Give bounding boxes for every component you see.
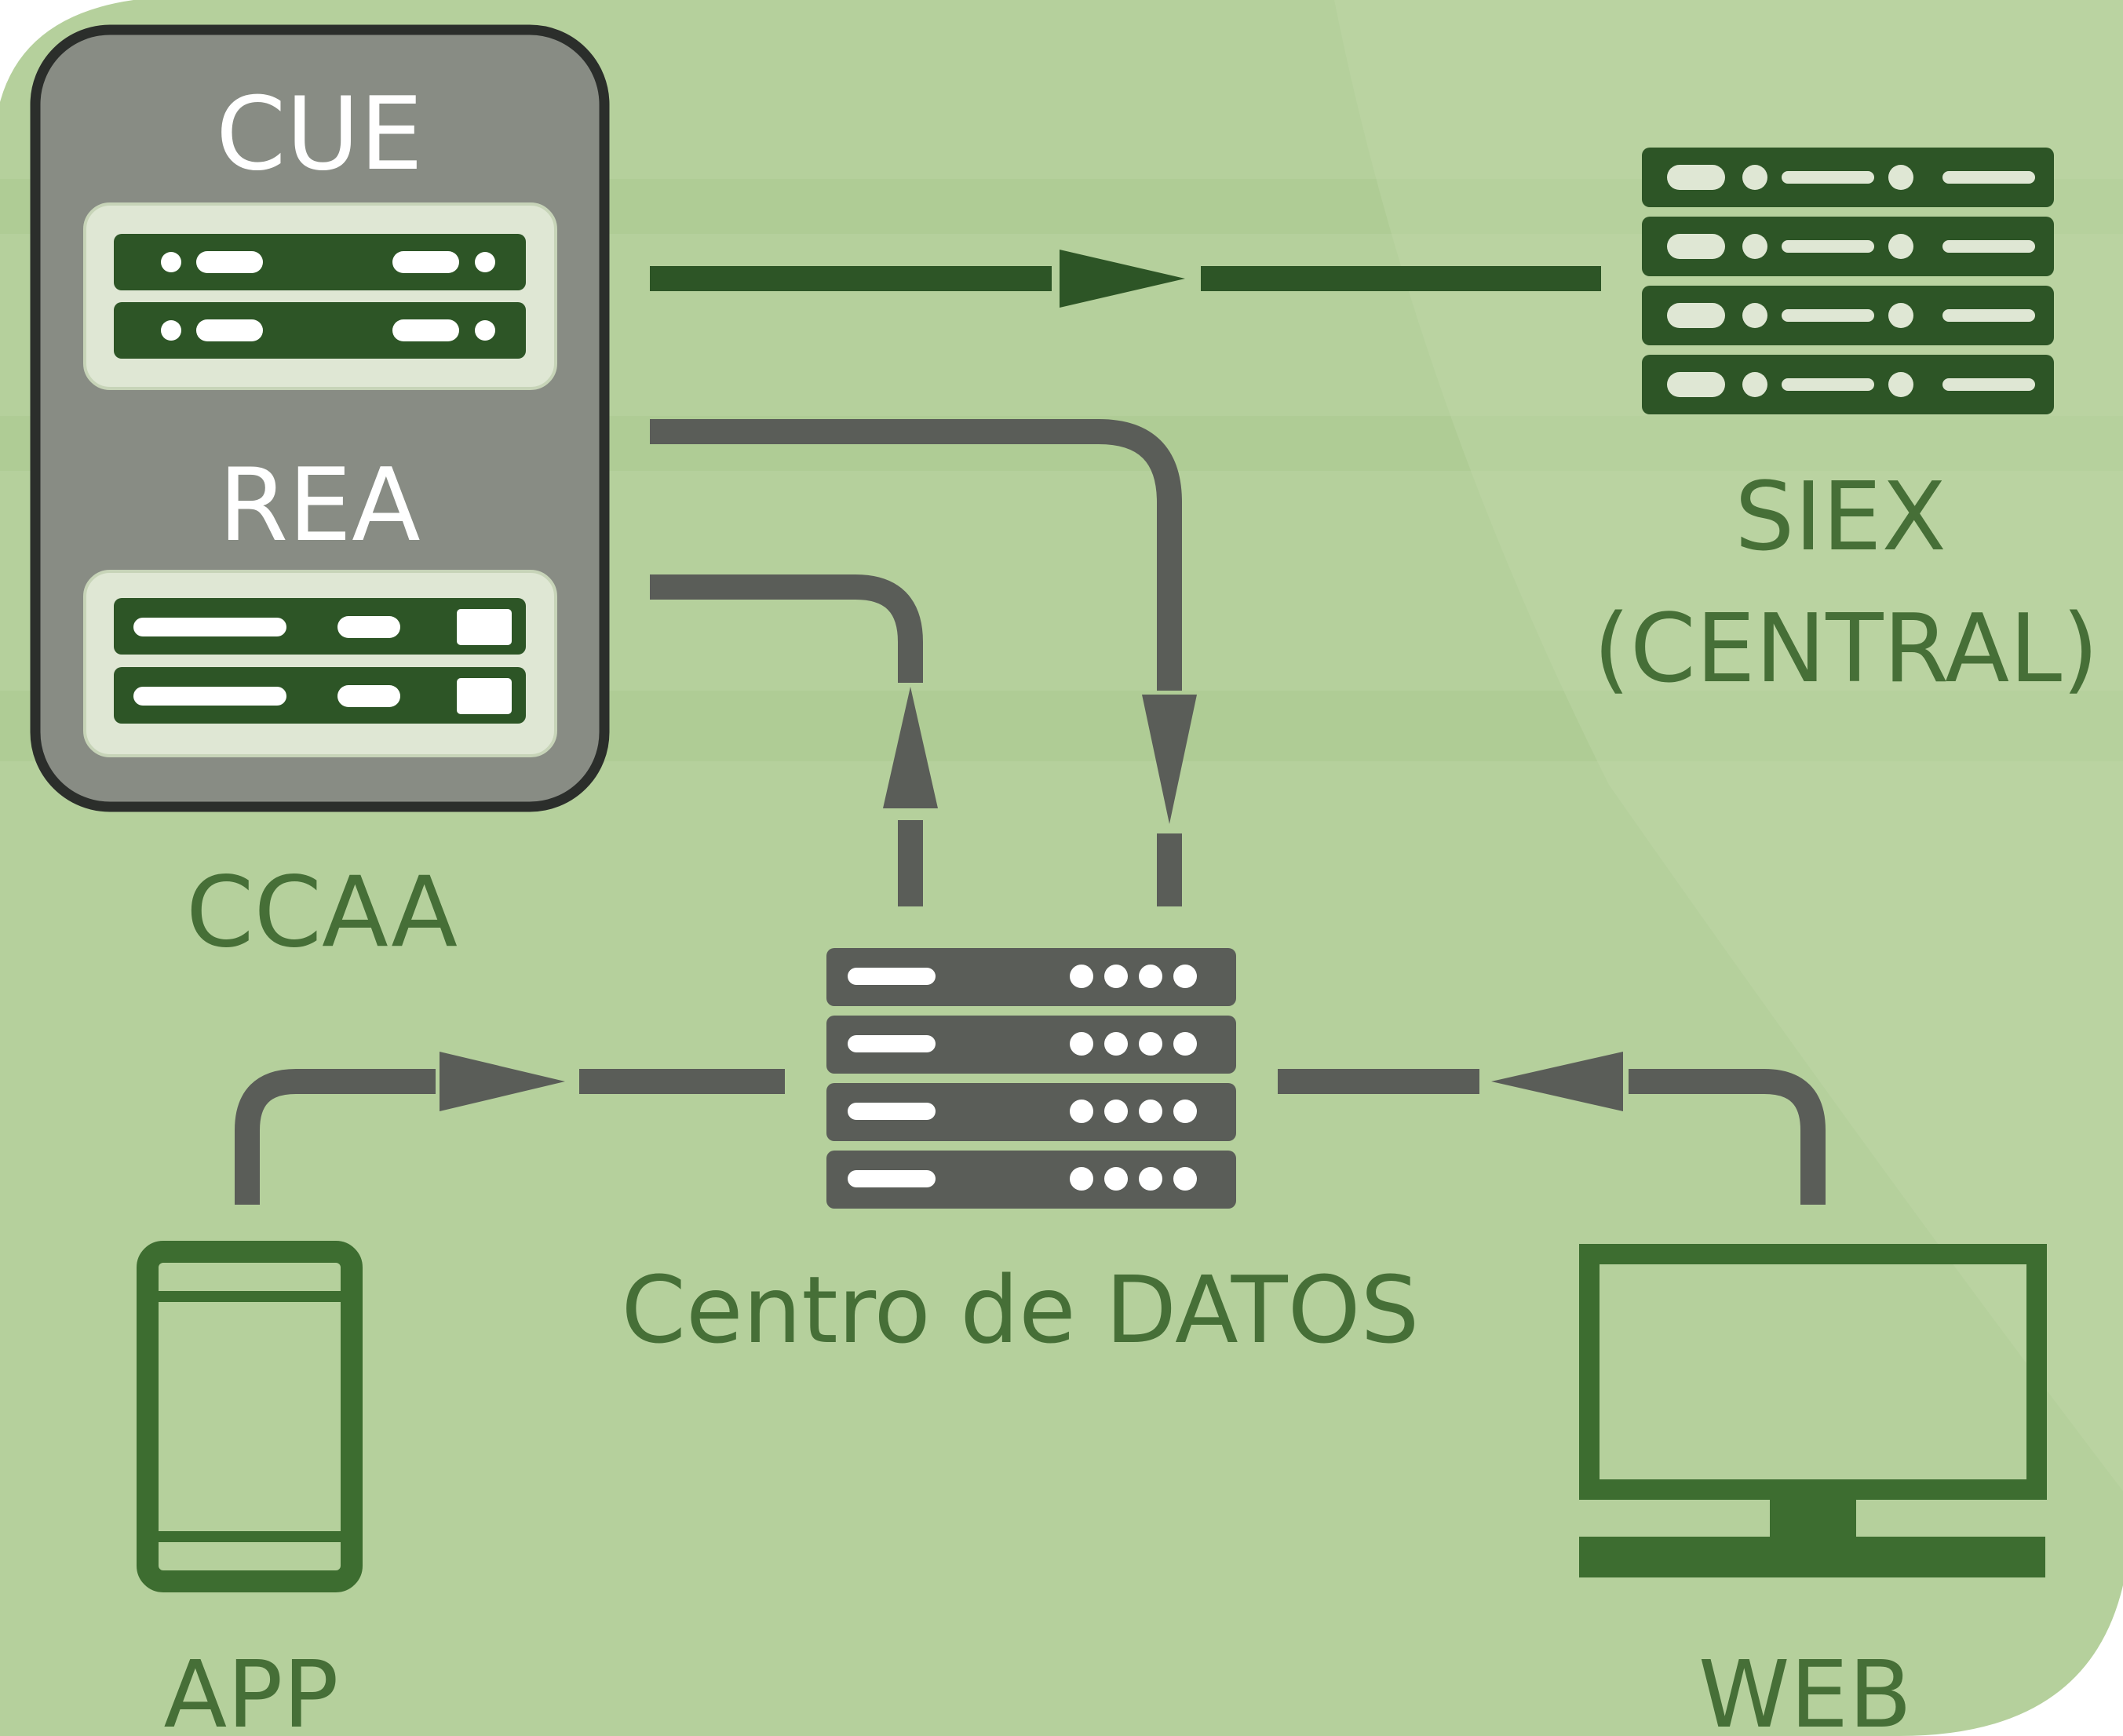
rea-server-icon (83, 570, 557, 757)
arrow-ccaa-to-siex (650, 250, 1601, 308)
siex-label: SIEX (1735, 463, 1946, 572)
centro-datos-server-rack-icon (826, 948, 1236, 1209)
centro-datos-label: Centro de DATOS (622, 1256, 1420, 1364)
arrow-datos-to-ccaa (650, 574, 938, 906)
siex-server-rack-icon (1642, 148, 2054, 414)
arrow-ccaa-to-datos (650, 419, 1197, 906)
ccaa-label: CCAA (186, 856, 458, 969)
web-label: WEB (1698, 1640, 1912, 1736)
ccaa-server-group-icon: CUE REA (30, 24, 610, 812)
cue-server-icon (83, 202, 557, 390)
rea-label: REA (218, 447, 420, 564)
arrow-web-to-datos (1278, 1052, 1826, 1205)
app-tablet-icon (137, 1241, 363, 1592)
siex-central-label: (CENTRAL) (1593, 595, 2099, 704)
cue-label: CUE (216, 76, 423, 193)
web-monitor-icon (1579, 1244, 2047, 1577)
app-label: APP (163, 1640, 338, 1736)
arrow-app-to-datos (235, 1052, 785, 1205)
